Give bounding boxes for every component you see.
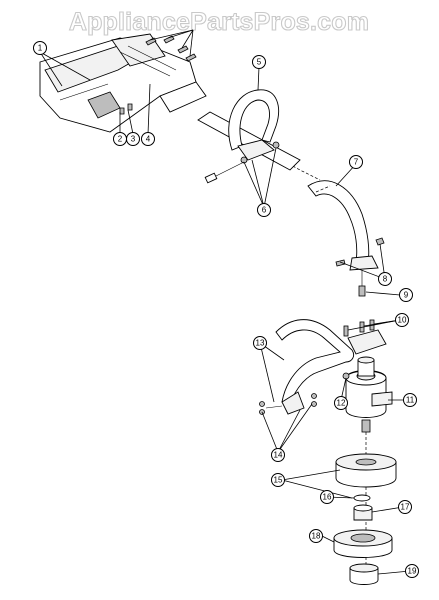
svg-text:10: 10 — [398, 316, 407, 325]
callout-10: 10 — [395, 313, 409, 327]
engine-housing-assembly — [39, 33, 207, 133]
svg-text:5: 5 — [257, 58, 262, 67]
callout-14: 14 — [271, 448, 285, 462]
callout-19: 19 — [405, 564, 419, 578]
watermark: AppliancePartsPros.com — [69, 8, 369, 36]
callout-2: 2 — [113, 132, 127, 146]
trimmer-guard — [259, 319, 355, 415]
callout-17: 17 — [398, 500, 412, 514]
callout-7: 7 — [349, 155, 363, 169]
callout-1: 1 — [33, 41, 47, 55]
bent-shaft — [307, 180, 385, 297]
callout-18: 18 — [309, 529, 323, 543]
svg-text:17: 17 — [401, 503, 410, 512]
svg-text:13: 13 — [256, 339, 265, 348]
callout-3: 3 — [126, 132, 140, 146]
svg-text:4: 4 — [146, 135, 151, 144]
leader-lines — [39, 29, 411, 575]
assist-handle — [204, 89, 280, 184]
svg-text:15: 15 — [274, 476, 283, 485]
drive-shaft-tube — [197, 111, 301, 171]
svg-text:16: 16 — [323, 493, 332, 502]
callout-6: 6 — [257, 203, 271, 217]
svg-text:6: 6 — [262, 206, 267, 215]
callouts: 1 2 3 4 5 6 7 8 9 10 11 12 13 14 15 16 1… — [33, 41, 419, 578]
gear-head-assembly — [342, 319, 393, 433]
callout-16: 16 — [320, 490, 334, 504]
callout-12: 12 — [334, 396, 348, 410]
svg-text:7: 7 — [354, 158, 359, 167]
svg-text:1: 1 — [38, 44, 43, 53]
svg-text:9: 9 — [404, 291, 409, 300]
callout-11: 11 — [403, 393, 417, 407]
trimmer-head-assembly — [333, 432, 397, 585]
callout-5: 5 — [252, 55, 266, 69]
svg-text:12: 12 — [337, 399, 346, 408]
svg-text:3: 3 — [131, 135, 136, 144]
callout-9: 9 — [399, 288, 413, 302]
svg-text:8: 8 — [383, 275, 388, 284]
svg-text:19: 19 — [408, 567, 417, 576]
svg-text:2: 2 — [118, 135, 123, 144]
svg-text:11: 11 — [406, 396, 415, 405]
callout-4: 4 — [141, 132, 155, 146]
svg-text:14: 14 — [274, 451, 283, 460]
svg-text:18: 18 — [312, 532, 321, 541]
callout-15: 15 — [271, 473, 285, 487]
callout-13: 13 — [253, 336, 267, 350]
callout-8: 8 — [378, 272, 392, 286]
